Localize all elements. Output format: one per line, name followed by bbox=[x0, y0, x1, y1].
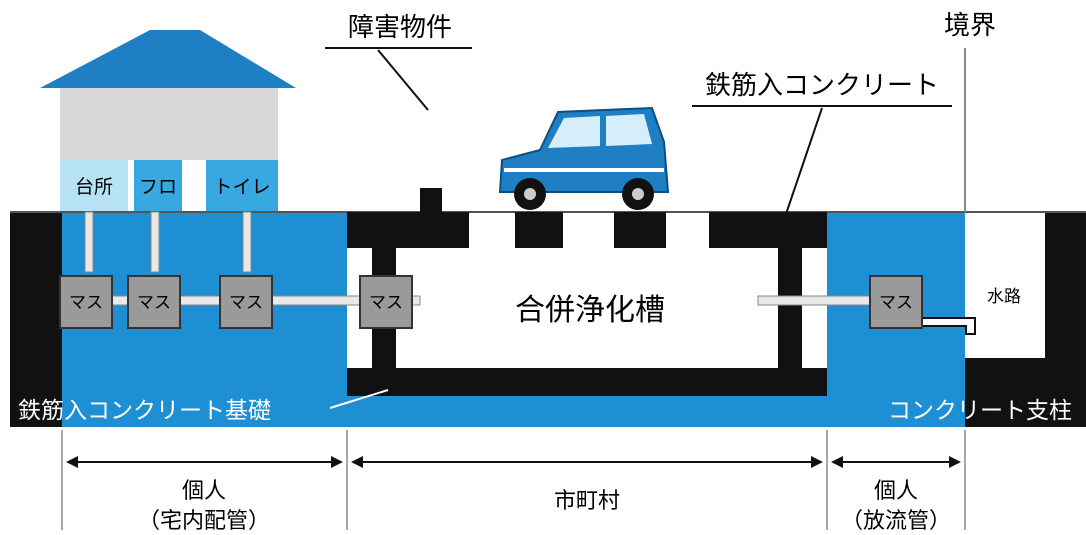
house-wall bbox=[60, 88, 278, 160]
rc-cover-label: 鉄筋入コンクリート bbox=[705, 71, 939, 101]
arrow-head bbox=[66, 456, 78, 468]
room-bath-label: フロ bbox=[139, 176, 177, 198]
basin-4-label: マス bbox=[369, 293, 403, 313]
septic-tank-body bbox=[420, 248, 758, 368]
cover-segment bbox=[614, 212, 666, 248]
rc-cover-slab bbox=[347, 188, 827, 368]
room-toilet-label: トイレ bbox=[213, 176, 270, 198]
room-kitchen bbox=[60, 160, 128, 212]
house: 台所 フロ トイレ bbox=[40, 30, 296, 212]
outflow-pipe bbox=[757, 295, 874, 306]
arrow-head bbox=[811, 456, 823, 468]
waterway-label: 水路 bbox=[987, 287, 1021, 307]
car-hub-rear bbox=[632, 188, 644, 200]
basin-2 bbox=[127, 275, 181, 329]
right-black-wall bbox=[1045, 212, 1086, 358]
car-hub-front bbox=[524, 188, 536, 200]
rc-cover-leader bbox=[785, 107, 823, 215]
right-black-ground bbox=[965, 358, 1086, 427]
obstacle-block bbox=[420, 188, 442, 212]
zone-2-title: 市町村 bbox=[554, 489, 620, 514]
arrow-head bbox=[831, 456, 843, 468]
rc-foundation-label: 鉄筋入コンクリート基礎 bbox=[18, 398, 271, 424]
car bbox=[498, 106, 670, 210]
room-kitchen-label: 台所 bbox=[75, 176, 113, 198]
basin-3 bbox=[219, 275, 273, 329]
zone-3-title: 個人 bbox=[874, 479, 918, 504]
arrow-head bbox=[351, 456, 363, 468]
drain-pipe-toilet bbox=[242, 211, 252, 273]
room-toilet bbox=[206, 160, 278, 212]
arrow-head bbox=[331, 456, 343, 468]
basin-2-label: マス bbox=[137, 293, 171, 313]
drain-pipe-bath bbox=[150, 211, 160, 273]
tank-right-pillar bbox=[778, 248, 802, 368]
car-window-rear bbox=[606, 114, 652, 146]
basin-1-label: マス bbox=[69, 293, 103, 313]
zone-1-title: 個人 bbox=[182, 479, 226, 504]
inspection-basins: マス マス マス マス マス bbox=[59, 275, 923, 329]
basin-3-label: マス bbox=[229, 293, 263, 313]
basin-4 bbox=[359, 275, 413, 329]
basin-5 bbox=[869, 275, 923, 329]
boundary-label: 境界 bbox=[944, 11, 996, 41]
obstacle-leader bbox=[377, 49, 429, 111]
cover-segment bbox=[515, 212, 563, 248]
house-roof bbox=[40, 30, 296, 88]
responsibility-zones: 個人 （宅内配管） 市町村 個人 （放流管） bbox=[61, 430, 966, 534]
zone-3-subtitle: （放流管） bbox=[841, 509, 951, 534]
center-bottom-blue bbox=[347, 396, 827, 427]
basin-5-label: マス bbox=[879, 293, 913, 313]
zone-1-subtitle: （宅内配管） bbox=[138, 509, 270, 534]
cover-segment bbox=[709, 212, 827, 248]
car-stripe bbox=[504, 168, 664, 172]
car-window-front bbox=[548, 116, 600, 148]
basin-1 bbox=[59, 275, 113, 329]
left-black-wall bbox=[10, 212, 62, 427]
rc-foundation-leader bbox=[329, 389, 389, 409]
tank-bottom-slab bbox=[347, 368, 827, 396]
cover-segment bbox=[347, 212, 469, 248]
septic-tank-label: 合併浄化槽 bbox=[515, 293, 665, 328]
arrow-head bbox=[949, 456, 961, 468]
room-bath bbox=[134, 160, 182, 212]
drain-pipe-kitchen bbox=[84, 211, 94, 273]
obstacle-label: 障害物件 bbox=[348, 13, 452, 43]
concrete-pillar-label: コンクリート支柱 bbox=[888, 398, 1072, 424]
